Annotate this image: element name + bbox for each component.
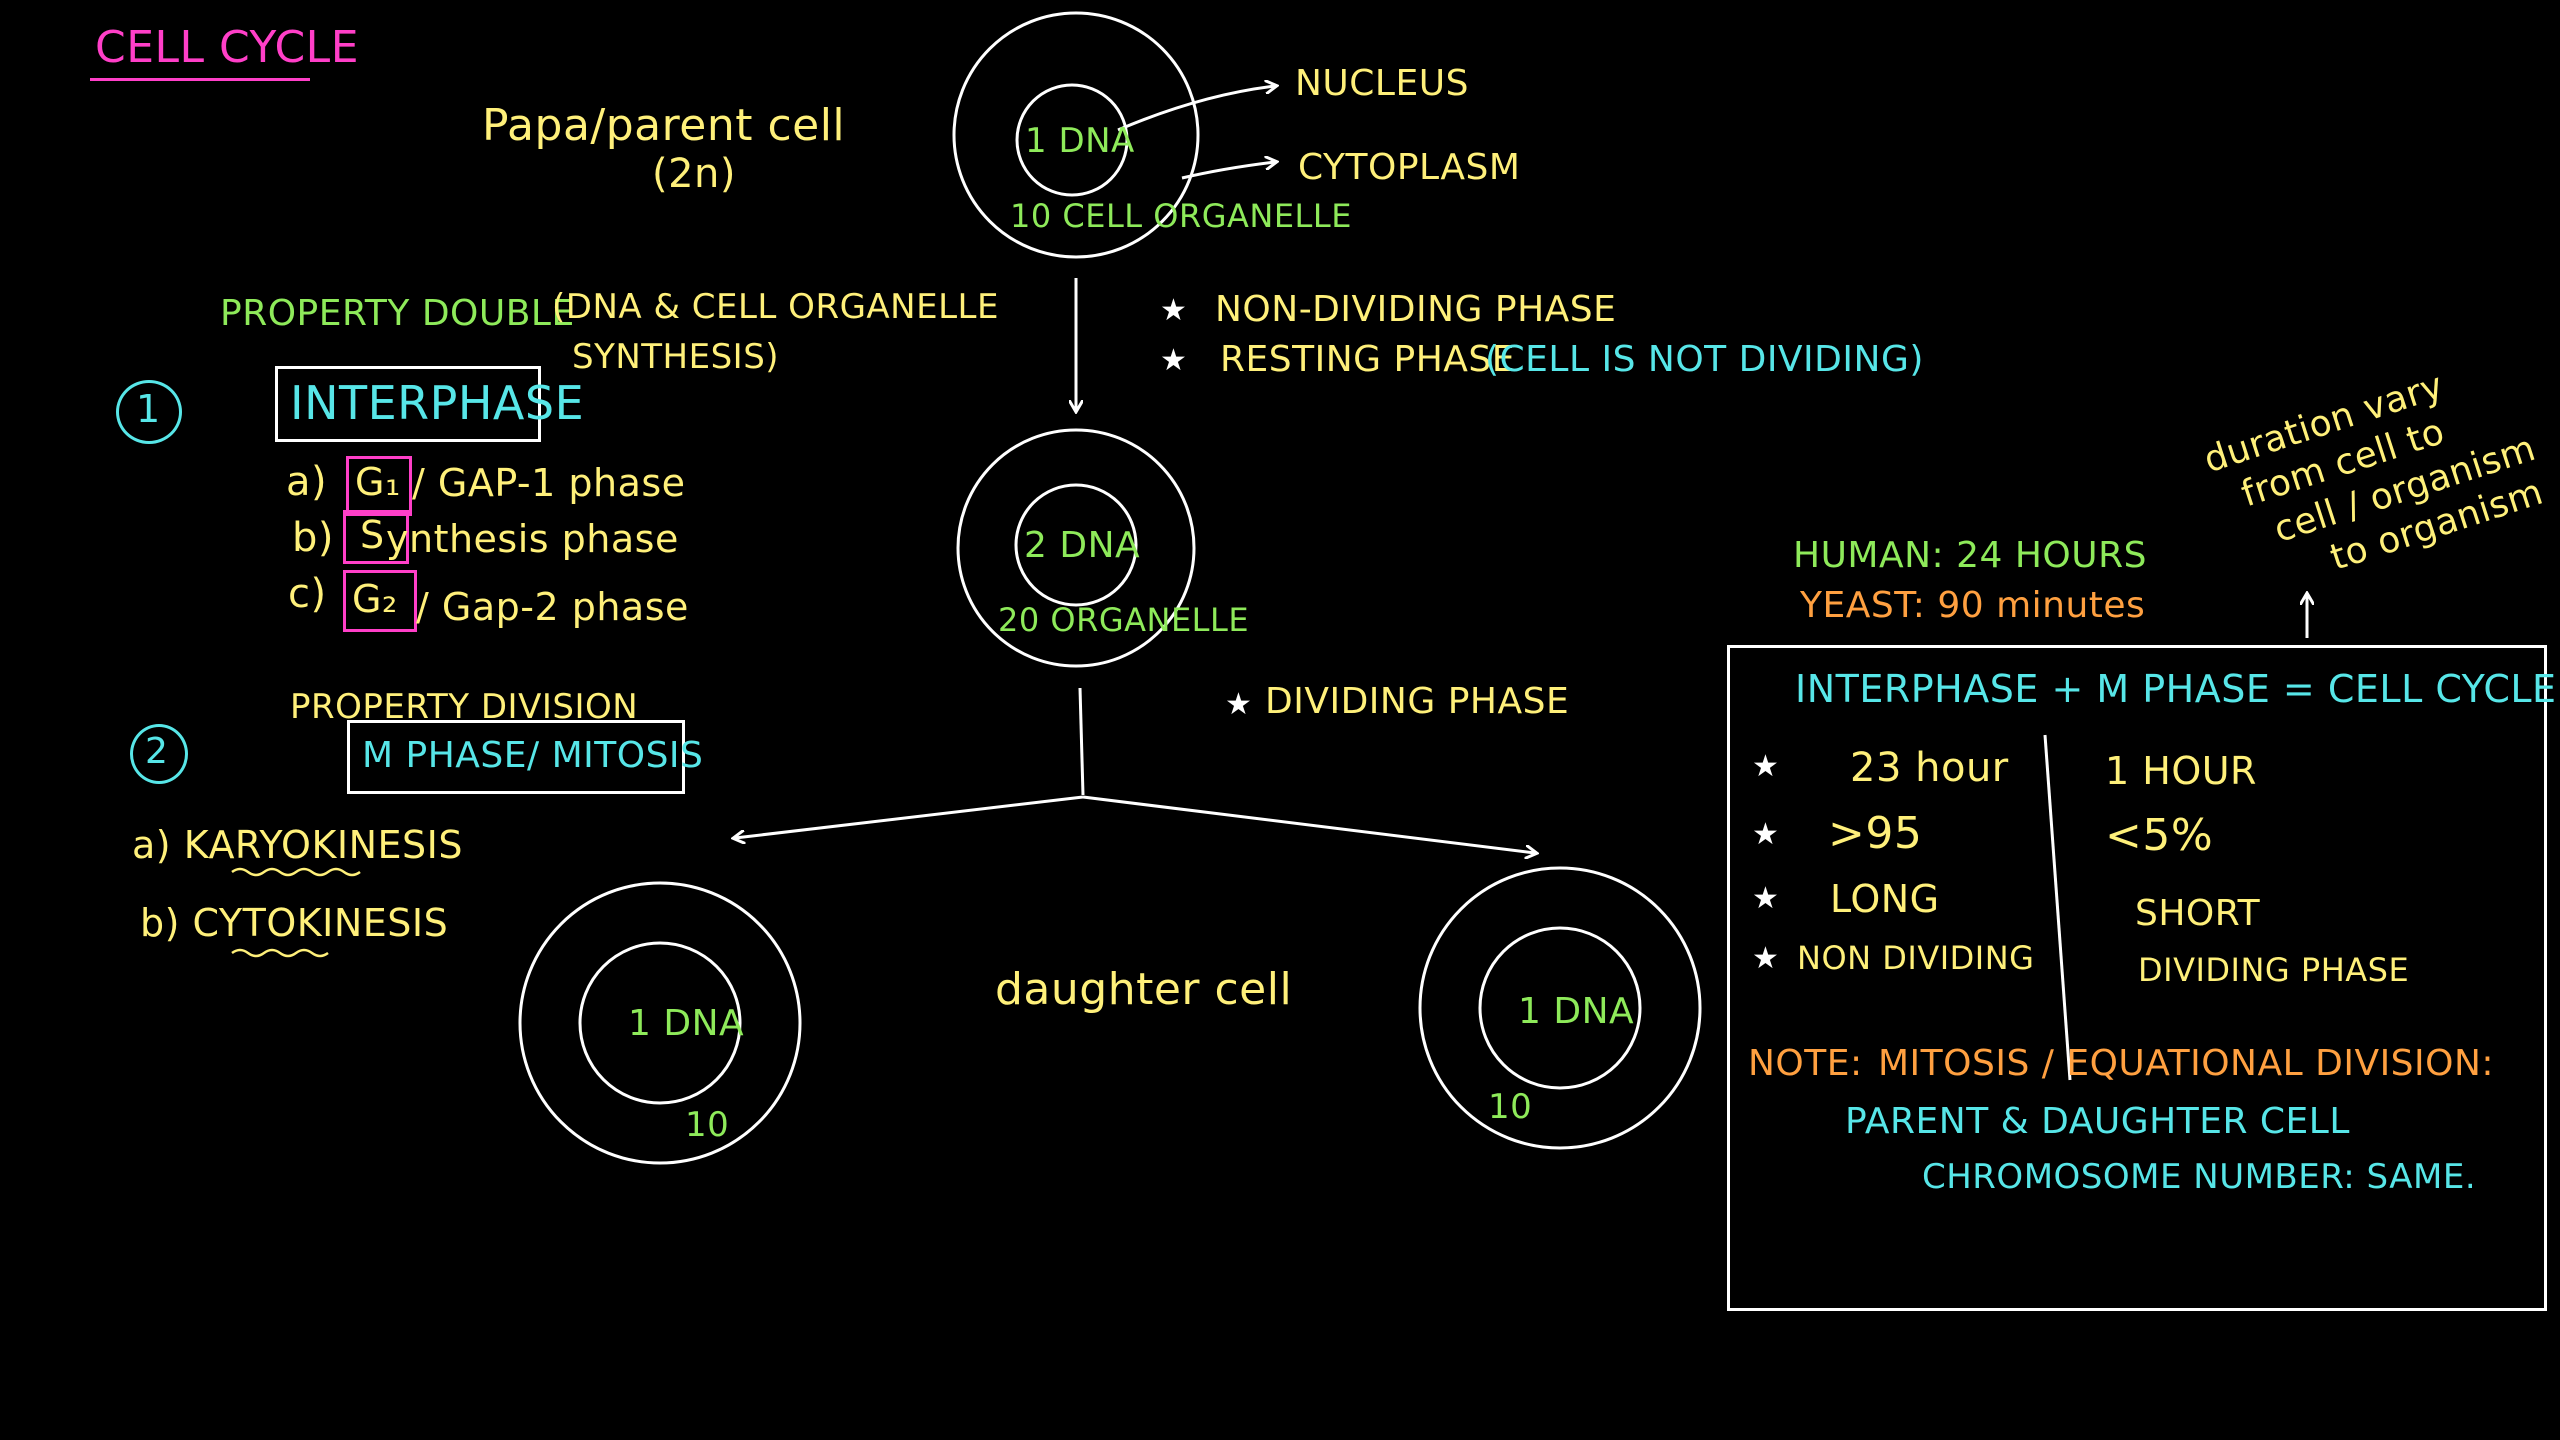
phase-b-prefix: b) [292,515,334,561]
interphase-duration: 23 hour [1850,745,2009,791]
interphase-percent: >95 [1828,808,1923,859]
phase-b-code-box [343,510,409,564]
phase-b-code: S [360,513,385,557]
cytokinesis-underline [231,948,329,958]
yeast-duration: YEAST: 90 minutes [1800,585,2146,626]
mphase-length: SHORT [2135,893,2261,934]
nucleus-pointer [1117,86,1275,132]
phase-a-code: G₁ [355,460,401,504]
star-icon: ★ [1225,687,1252,722]
phase-c-prefix: c) [288,571,327,617]
page-title: CELL CYCLE [95,22,359,73]
karyokinesis-underline [231,867,361,877]
parent-cell-label: Papa/parent cell [482,100,846,151]
middle-dna: 2 DNA [1024,525,1141,566]
mphase-type: DIVIDING PHASE [2138,951,2410,989]
parent-cell-nucleus [1015,83,1129,197]
left-daughter-outer [518,881,802,1165]
phase-a-text: / GAP-1 phase [412,461,686,505]
karyokinesis-step: a) KARYOKINESIS [132,823,463,867]
step-1-number: 1 [136,387,161,431]
cytoplasm-pointer [1181,162,1275,180]
resting-phase-note: RESTING PHASE [1220,339,1515,380]
parent-organelle: 10 CELL ORGANELLE [1010,197,1352,235]
nucleus-label: NUCLEUS [1295,63,1469,104]
note-label: NOTE: [1748,1043,1863,1084]
parent-cell-outer [952,11,1200,259]
right-daughter-outer [1418,866,1702,1150]
star-icon: ★ [1752,749,1779,784]
middle-organelle: 20 ORGANELLE [998,601,1250,639]
parent-ploidy: (2n) [652,151,737,197]
phase-c-code-box [343,570,417,632]
left-daughter-nucleus [578,941,742,1105]
synthesis-line1: (DNA & CELL ORGANELLE [552,287,999,327]
parent-dna: 1 DNA [1025,121,1135,161]
mphase-box [347,720,685,794]
cell-cycle-equation: INTERPHASE + M PHASE = CELL CYCLE [1795,667,2557,711]
star-icon: ★ [1752,881,1779,916]
resting-phase-detail: (CELL IS NOT DIVIDING) [1485,339,1924,380]
interphase-box [275,366,541,442]
right-daughter-organelle: 10 [1488,1087,1533,1127]
non-dividing-note: NON-DIVIDING PHASE [1215,289,1617,330]
mphase-title: M PHASE/ MITOSIS [362,735,704,776]
daughter-cell-label: daughter cell [995,964,1293,1015]
property-division: PROPERTY DIVISION [290,687,639,727]
star-icon: ★ [1160,293,1187,328]
property-double: PROPERTY DOUBLE [220,293,575,334]
cytokinesis-step: b) CYTOKINESIS [140,901,449,945]
phase-a-prefix: a) [286,459,328,505]
dividing-phase-note: DIVIDING PHASE [1265,681,1570,722]
summary-column-divider [2043,734,2072,1081]
human-duration: HUMAN: 24 HOURS [1793,535,2147,576]
phase-b-text: ynthesis phase [386,517,679,561]
step-2-circle [130,724,188,784]
note-line2: PARENT & DAUGHTER CELL [1845,1101,2350,1142]
phase-a-code-box [346,456,412,516]
step-1-circle [116,380,182,444]
left-daughter-dna: 1 DNA [628,1003,745,1044]
right-daughter-nucleus [1478,926,1642,1090]
middle-cell-outer [956,428,1196,668]
mphase-percent: <5% [2105,810,2214,861]
right-daughter-dna: 1 DNA [1518,991,1635,1032]
cytoplasm-label: CYTOPLASM [1298,147,1521,188]
title-underline [90,78,310,81]
star-icon: ★ [1160,343,1187,378]
step-2-number: 2 [145,731,169,772]
left-daughter-organelle: 10 [685,1105,730,1145]
interphase-type: NON DIVIDING [1797,939,2035,977]
summary-box [1727,645,2547,1311]
interphase-title: INTERPHASE [290,376,585,430]
middle-cell-nucleus [1014,483,1138,607]
arrow-to-right-daughter [1082,795,1535,853]
note-text: MITOSIS / EQUATIONAL DIVISION: [1878,1043,2495,1084]
phase-c-code: G₂ [352,577,398,621]
arrow-to-left-daughter [735,795,1084,838]
phase-c-text: / Gap-2 phase [416,585,689,629]
interphase-length: LONG [1830,877,1940,921]
mphase-duration: 1 HOUR [2105,749,2257,793]
synthesis-line2: SYNTHESIS) [572,337,780,377]
division-stem [1078,687,1085,796]
star-icon: ★ [1752,941,1779,976]
star-icon: ★ [1752,817,1779,852]
note-line3: CHROMOSOME NUMBER: SAME. [1922,1157,2477,1197]
